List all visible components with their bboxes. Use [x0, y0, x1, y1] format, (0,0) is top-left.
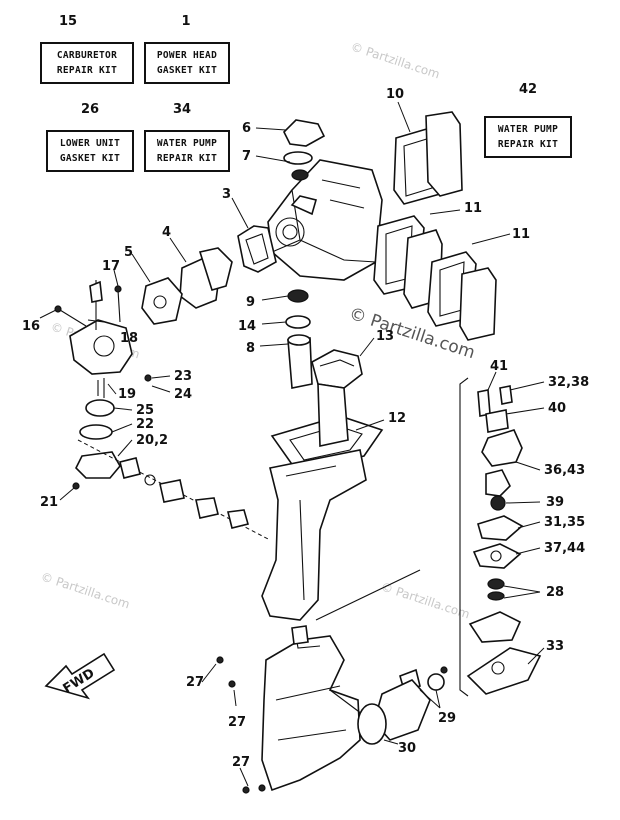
leader-lines: [39, 101, 545, 787]
kit-number: 15: [58, 14, 78, 29]
callout: 41: [490, 359, 508, 374]
callout: 39: [546, 495, 564, 510]
float-bowl-20: [75, 451, 121, 479]
watermark: © Partzilla.com: [379, 580, 471, 622]
callout: 18: [120, 331, 138, 346]
callout: 12: [388, 411, 406, 426]
callout-labels: 10 6 7 3 4 5 17 16 18 11 11 9 14 8 13 23…: [22, 87, 589, 770]
kit-box-lower-unit[interactable]: LOWER UNIT GASKET KIT: [46, 130, 134, 172]
bolt-27: [258, 784, 266, 792]
callout: 11: [464, 201, 482, 216]
carb-part-4b: [198, 247, 233, 291]
kit-label-line2: GASKET KIT: [59, 153, 121, 164]
callout: 24: [174, 387, 192, 402]
linkage-parts: [119, 457, 249, 529]
callout: 33: [546, 639, 564, 654]
kit-label-line2: REPAIR KIT: [56, 65, 118, 76]
gaskets-10-11: [373, 111, 497, 341]
callout: 9: [246, 295, 255, 310]
gasket-22: [79, 424, 113, 440]
bolt-27: [216, 656, 224, 664]
part-13: [311, 349, 363, 389]
watermark: © Partzilla.com: [39, 570, 131, 612]
oring-7: [283, 151, 313, 165]
bolt-27: [242, 786, 250, 794]
float-25: [85, 399, 115, 417]
callout: 11: [512, 227, 530, 242]
bolt-27: [228, 680, 236, 688]
kit-number: 1: [181, 14, 191, 29]
seal-9: [287, 289, 309, 303]
connector-line: [315, 569, 421, 621]
kit-number: 26: [80, 102, 100, 117]
kit-box-power-head[interactable]: POWER HEAD GASKET KIT: [144, 42, 230, 84]
oring-30: [357, 703, 387, 745]
callout: 31,35: [544, 515, 585, 530]
callout: 4: [162, 225, 171, 240]
callout: 27: [228, 715, 246, 730]
callout: 3: [222, 187, 231, 202]
kit-label-line1: LOWER UNIT: [59, 138, 121, 149]
kit-box-water-pump-2[interactable]: WATER PUMP REPAIR KIT: [484, 116, 572, 158]
watermark: © Partzilla.com: [349, 40, 441, 82]
water-pump-parts: [466, 385, 542, 695]
callout: 19: [118, 387, 136, 402]
callout: 13: [376, 329, 394, 344]
callout: 10: [386, 87, 404, 102]
callout: 16: [22, 319, 40, 334]
gasket-3: [237, 225, 277, 273]
callout: 22: [136, 417, 154, 432]
bracket-line: [459, 377, 469, 697]
callout: 8: [246, 341, 255, 356]
callout: 23: [174, 369, 192, 384]
callout: 6: [242, 121, 251, 136]
carb-part-5: [141, 277, 183, 325]
power-head: [267, 159, 383, 281]
lower-unit: [261, 625, 371, 792]
callout: 17: [102, 259, 120, 274]
kit-box-carburetor[interactable]: CARBURETOR REPAIR KIT: [40, 42, 134, 84]
callout: 14: [238, 319, 256, 334]
kit-label-line1: WATER PUMP: [497, 124, 559, 135]
callout: 32,38: [548, 375, 589, 390]
callout: 28: [546, 585, 564, 600]
kit-label-line2: REPAIR KIT: [156, 153, 218, 164]
callout: 25: [136, 403, 154, 418]
kit-number: 34: [172, 102, 192, 117]
kit-label-line2: GASKET KIT: [156, 65, 218, 76]
callout: 29: [438, 711, 456, 726]
fwd-arrow: FWD: [44, 652, 116, 700]
oring-14: [285, 315, 311, 329]
seal-7: [291, 169, 309, 181]
callout: 27: [186, 675, 204, 690]
callout: 21: [40, 495, 58, 510]
callout: 30: [398, 741, 416, 756]
callout: 7: [242, 149, 251, 164]
callout: 36,43: [544, 463, 585, 478]
callout: 27: [232, 755, 250, 770]
part-cap-6: [283, 119, 326, 147]
callout: 40: [548, 401, 566, 416]
callout: 5: [124, 245, 133, 260]
callout: 20,2: [136, 433, 168, 448]
kit-box-water-pump[interactable]: WATER PUMP REPAIR KIT: [144, 130, 230, 172]
kit-label-line1: WATER PUMP: [156, 138, 218, 149]
washer-29: [427, 673, 445, 691]
kit-label-line2: REPAIR KIT: [497, 139, 559, 150]
carburetor: [54, 280, 133, 375]
kit-label-line1: POWER HEAD: [156, 50, 218, 61]
kit-label-line1: CARBURETOR: [56, 50, 118, 61]
driveshaft-housing: [261, 383, 367, 621]
callout: 37,44: [544, 541, 585, 556]
kit-number: 42: [518, 82, 538, 97]
